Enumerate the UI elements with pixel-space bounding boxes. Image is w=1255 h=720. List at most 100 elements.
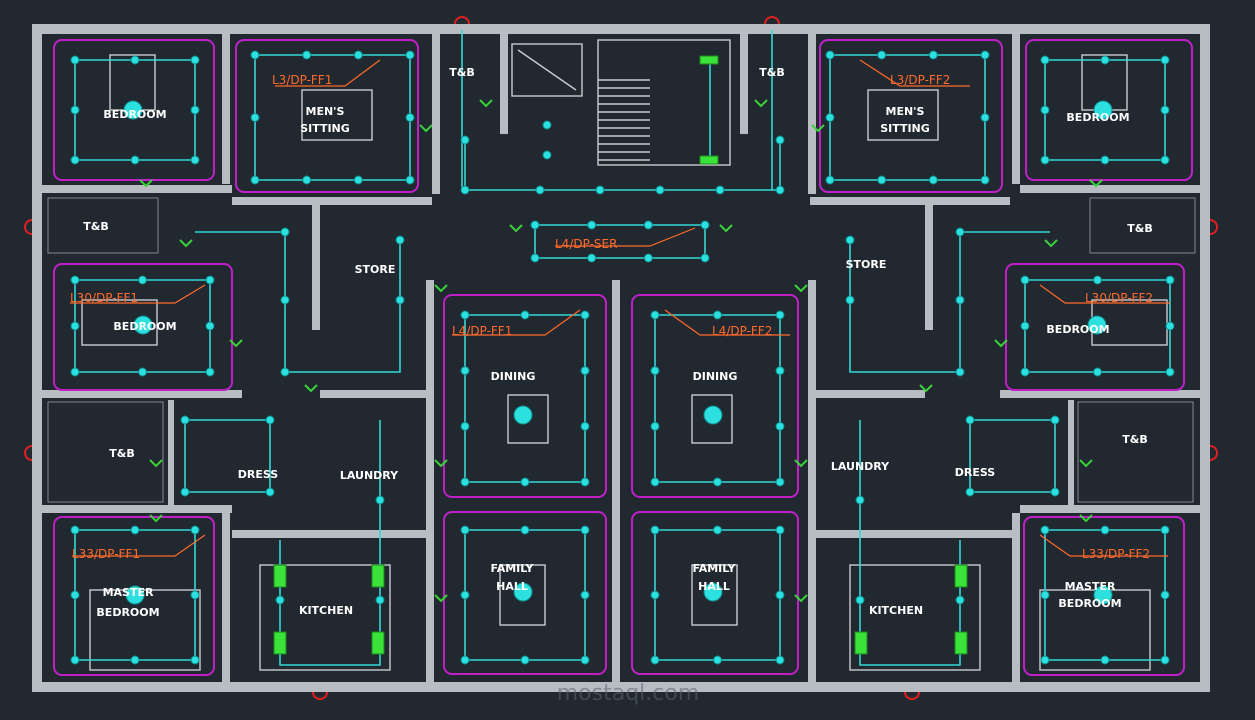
- switch-icon: [794, 284, 808, 293]
- light-fixtures: [70, 50, 1175, 665]
- light-fixture-icon: [715, 185, 725, 195]
- elevator: [511, 43, 583, 97]
- elevator-diag: [517, 49, 577, 91]
- light-fixture-icon: [580, 655, 590, 665]
- light-fixture-icon: [460, 525, 470, 535]
- wire-run: [859, 420, 961, 666]
- sofa-family-right: [691, 564, 738, 626]
- light-fixture-icon: [855, 595, 865, 605]
- light-fixture-icon: [965, 415, 975, 425]
- room-label-dining-left: DINING: [491, 370, 536, 383]
- light-fixture-icon: [775, 590, 785, 600]
- room-label-family-left: FAMILY: [490, 562, 534, 575]
- room-label-tb-1: T&B: [449, 66, 474, 79]
- leader-line: [275, 59, 381, 87]
- ceiling-fan-icon: [703, 582, 723, 602]
- room-label-hall-left: HALL: [496, 580, 528, 593]
- light-fixture-icon: [280, 295, 290, 305]
- red-marker-icon: [764, 16, 780, 25]
- leader-line: [452, 309, 581, 336]
- room-label-laundry-right: LAUNDRY: [831, 460, 890, 473]
- switch-icon: [229, 339, 243, 348]
- switch-icon: [139, 179, 153, 188]
- ceiling-fan-icon: [1093, 585, 1113, 605]
- switch-icon: [1044, 239, 1058, 248]
- sofa-family-left: [499, 564, 546, 626]
- wire-run: [279, 420, 381, 666]
- circuit-labels: L3/DP-FF1 L3/DP-FF2 L4/DP-SER L30/DP-FF1…: [70, 73, 1153, 561]
- light-fixture-icon: [180, 415, 190, 425]
- wall-int: [1012, 513, 1020, 683]
- tile-area: [47, 401, 164, 503]
- circuit-label-l4-ser: L4/DP-SER: [555, 237, 617, 251]
- light-fixture-icon: [955, 595, 965, 605]
- room-label-store-right: STORE: [846, 258, 887, 271]
- light-fixture-icon: [460, 310, 470, 320]
- light-fixture-icon: [587, 253, 597, 263]
- room-label-tb-5: T&B: [109, 447, 134, 460]
- light-fixture-icon: [775, 310, 785, 320]
- wall-int: [320, 390, 430, 398]
- ceiling-fan-icon: [123, 100, 143, 120]
- light-fixture-icon: [955, 367, 965, 377]
- switch-icon: [994, 339, 1008, 348]
- red-marker-icon: [24, 445, 33, 461]
- light-fixture-icon: [650, 421, 660, 431]
- room-label-tb-6: T&B: [1122, 433, 1147, 446]
- room-label-dress-left: DRESS: [238, 468, 279, 481]
- zone-family-right: [631, 511, 799, 675]
- light-fixture-icon: [460, 590, 470, 600]
- light-fixture-icon: [713, 477, 722, 487]
- light-fixture-icon: [980, 175, 990, 185]
- kitchen-counter-right: [849, 564, 981, 671]
- light-fixture-icon: [395, 235, 405, 245]
- tile-area: [1089, 197, 1196, 254]
- circuit-label-l30-ff1: L30/DP-FF1: [70, 291, 138, 305]
- light-fixture-icon: [845, 295, 855, 305]
- table-left: [507, 394, 549, 444]
- room-label-master-right: MASTER: [1065, 580, 1116, 593]
- switch-icon: [434, 284, 448, 293]
- light-fixture-icon: [580, 310, 590, 320]
- ceiling-fan-icon: [703, 405, 723, 425]
- light-fixture-icon: [280, 367, 290, 377]
- light-fixture-icon: [650, 310, 660, 320]
- light-fixture-icon: [1050, 415, 1060, 425]
- light-fixture-icon: [955, 295, 965, 305]
- distribution-panel-icon: [954, 631, 968, 655]
- light-fixture-icon: [650, 366, 660, 376]
- master-bed-left: [89, 589, 201, 671]
- wall-int: [808, 280, 816, 685]
- switch-icon: [794, 594, 808, 603]
- distribution-panel-icon: [273, 564, 287, 588]
- room-label-master-bedroom-left: BEDROOM: [96, 606, 159, 619]
- light-fixture-icon: [1160, 155, 1170, 165]
- leader-line: [859, 59, 970, 87]
- light-fixture-icon: [1040, 525, 1050, 535]
- circuit-label-l33-ff2: L33/DP-FF2: [1082, 547, 1150, 561]
- light-fixture-icon: [130, 655, 140, 665]
- wall-int: [1000, 390, 1200, 398]
- wall-int: [426, 280, 434, 685]
- leader-line: [664, 309, 790, 336]
- light-fixture-icon: [1100, 155, 1110, 165]
- wall-int: [1020, 505, 1200, 513]
- room-label-kitchen-left: KITCHEN: [299, 604, 353, 617]
- light-fixture-icon: [302, 175, 312, 185]
- wire-run: [184, 419, 271, 493]
- light-fixture-icon: [955, 227, 965, 237]
- switch-icon: [719, 224, 733, 233]
- light-fixture-icon: [655, 185, 665, 195]
- switch-icon: [1079, 514, 1093, 523]
- zone-sitting-right: [819, 39, 1003, 193]
- switch-icon: [304, 384, 318, 393]
- wall-int: [500, 34, 508, 134]
- light-fixture-icon: [138, 367, 147, 377]
- stairs: [597, 39, 731, 166]
- light-fixture-icon: [965, 487, 975, 497]
- zone-bedroom-left: [53, 39, 215, 181]
- switch-icon: [479, 99, 493, 108]
- light-fixture-icon: [825, 50, 835, 60]
- circuit-label-l3-ff1: L3/DP-FF1: [272, 73, 332, 87]
- room-label-sitting-left: SITTING: [300, 122, 350, 135]
